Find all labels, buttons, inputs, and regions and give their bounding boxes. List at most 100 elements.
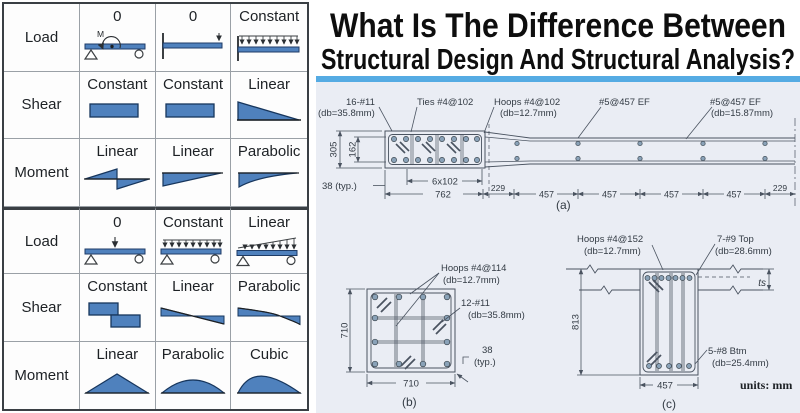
boundary-hooks [395,141,461,154]
load-diagram-simple-udl [159,239,223,265]
row-label-load-2: Load [4,206,80,274]
label-btm-bars: 5-#8 Btm [708,346,747,357]
dim-457-4: 457 [726,190,741,200]
dim-38-typ-a: 38 (typ.) [322,181,357,192]
page-title: What Is The Difference Between [330,7,786,45]
row-label-shear-1: Shear [4,71,80,139]
drawing-area: 16-#11 (db=35.8mm) Ties #4@102 Hoops #4@… [316,82,800,413]
label-hoops-a-db: (db=12.7mm) [500,108,557,119]
dim-6x102: 6x102 [432,177,458,188]
load-diagram-applied-moment: M [84,29,146,60]
cell-caption: Linear [172,143,214,160]
cell-caption: Linear [248,75,290,93]
load-diagram-cantilever-udl [237,35,300,61]
cell-caption: 0 [113,213,122,231]
label-hoops-c-db: (db=12.7mm) [584,246,641,257]
moment-diagram-linear-peak [84,372,151,394]
cell-shear-linear-cross: Linear [155,274,232,342]
label-hoops-b-db: (db=12.7mm) [443,275,500,286]
cell-caption: 0 [188,8,198,25]
dim-305: 305 [329,142,340,158]
beam-relations-table: Load 0 M 0 Constant [2,2,309,411]
cell-caption: 0 [113,8,122,25]
moment-diagram-parabolic [238,172,300,189]
dim-457-3: 457 [664,190,679,200]
label-top-bars-db: (db=28.6mm) [715,246,772,257]
dim-ts-label: ts [758,278,766,289]
leaders-a [378,106,713,140]
wall-bars [514,140,768,162]
caption-b: (b) [402,395,417,409]
shear-diagram-linear-crossing [160,307,225,325]
boundary-element [384,130,486,169]
dim-162: 162 [348,142,359,158]
dim-457-1: 457 [539,190,554,200]
title-block: What Is The Difference Between Structura… [316,0,800,76]
row-label-text: Load [24,28,59,46]
label-bars-a: 16-#11 [346,97,375,108]
page-subtitle: Structural Design And Structural Analysi… [321,44,795,76]
dim-457-c-label: 457 [657,381,673,392]
shear-diagram-parabolic-crossing [237,307,301,326]
dims-a-bottom: 38 (typ.) 6x102 762 [322,169,796,201]
section-b: 710 710 38 (typ.) Hoops #4@114 (db=12.7m… [340,263,525,409]
cell-caption: Parabolic [237,278,301,295]
dim-813-label: 813 [571,314,582,330]
units-note: units: mm [740,378,792,392]
label-bars-a-db: (db=35.8mm) [318,108,375,119]
cell-caption: Linear [172,278,214,295]
cell-caption: Constant [162,75,224,93]
column-bars [371,293,451,368]
title-svg: What Is The Difference Between Structura… [321,7,795,76]
right-panel: What Is The Difference Between Structura… [316,0,800,413]
label-hoops-b: Hoops #4@114 [441,263,506,274]
dim-229-1: 229 [491,183,505,193]
label-hoops-a: Hoops #4@102 [494,97,560,108]
load-diagram-simple-triangular [236,237,298,266]
dim-710-h: 710 [340,323,351,339]
cell-caption: Parabolic [161,345,225,363]
shear-diagram-constant [89,102,139,118]
cell-caption: Constant [87,75,148,93]
label-btm-bars-db: (db=25.4mm) [712,358,769,369]
cell-moment-parabola: Parabolic [156,341,232,409]
cell-moment-triangle: Linear [80,341,156,409]
cell-moment-linear-zigzag: Linear [80,139,156,207]
row-label-shear-2: Shear [4,274,80,342]
label-ef1: #5@457 EF [599,97,650,108]
shear-diagram-constant [165,102,215,118]
dim-457-2: 457 [602,190,617,200]
section-c: ts 813 457 [566,234,792,411]
dim-229-2: 229 [773,183,787,193]
row-label-text: Shear [21,298,62,316]
label-ef2: #5@457 EF [710,97,761,108]
section-a: 16-#11 (db=35.8mm) Ties #4@102 Hoops #4@… [318,97,796,212]
row-label-text: Load [24,232,59,250]
caption-c: (c) [662,397,676,411]
cell-caption: Constant [87,278,148,295]
row-label-moment-1: Moment [4,139,80,207]
cell-shear-linear-1: Linear [231,72,307,139]
cell-moment-linear-tri: Linear [155,139,232,207]
dim-38-b-typ: (typ.) [474,357,496,368]
row-label-moment-2: Moment [4,341,80,409]
caption-a: (a) [556,198,571,212]
cell-shear-constant-2: Constant [155,71,232,139]
dim-38-b: 38 [482,345,493,356]
cell-caption: Linear [96,345,139,363]
dim-710-w: 710 [403,379,419,390]
moment-diagram-parabolic-peak [160,379,226,394]
row-label-text: Shear [21,96,62,114]
cell-shear-constant-1: Constant [80,71,156,139]
moment-diagram-linear [161,172,223,187]
row-label-text: Moment [14,163,69,181]
cell-caption: Constant [162,213,224,231]
dim-ts: ts [758,268,774,291]
moment-diagram-cubic [237,375,303,394]
cell-moment-parabolic-1: Parabolic [231,139,307,207]
cell-caption: Linear [248,213,290,231]
shear-diagram-linear [237,100,302,121]
top-bars-c [644,275,693,281]
cell-moment-cubic: Cubic [231,342,307,410]
